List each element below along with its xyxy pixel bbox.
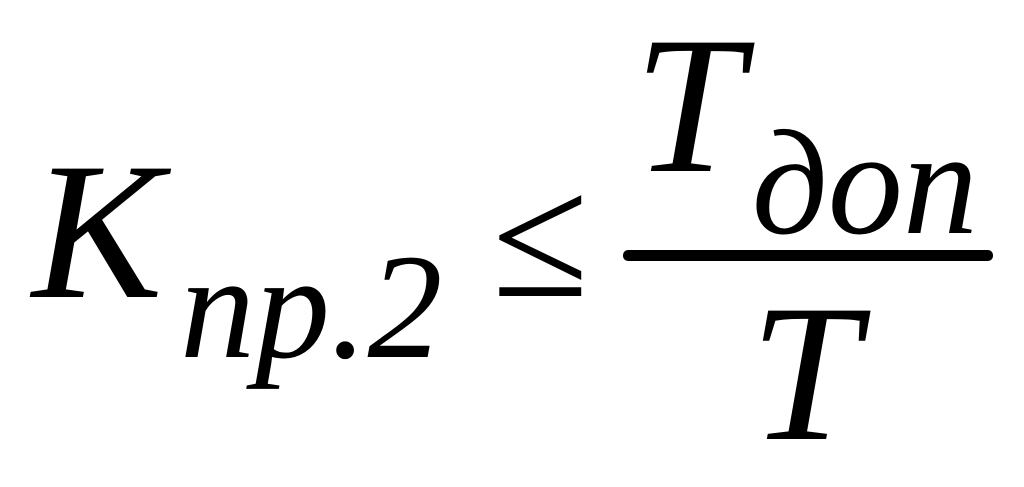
numerator-subscript: доп — [752, 100, 978, 266]
lhs-symbol: K — [32, 123, 163, 340]
fraction-bar — [623, 250, 993, 261]
numerator-symbol: T — [634, 0, 744, 214]
relation-sign: ≤ — [492, 140, 589, 335]
lhs-subscript: пр.2 — [180, 224, 443, 390]
denominator-symbol: T — [750, 265, 860, 482]
